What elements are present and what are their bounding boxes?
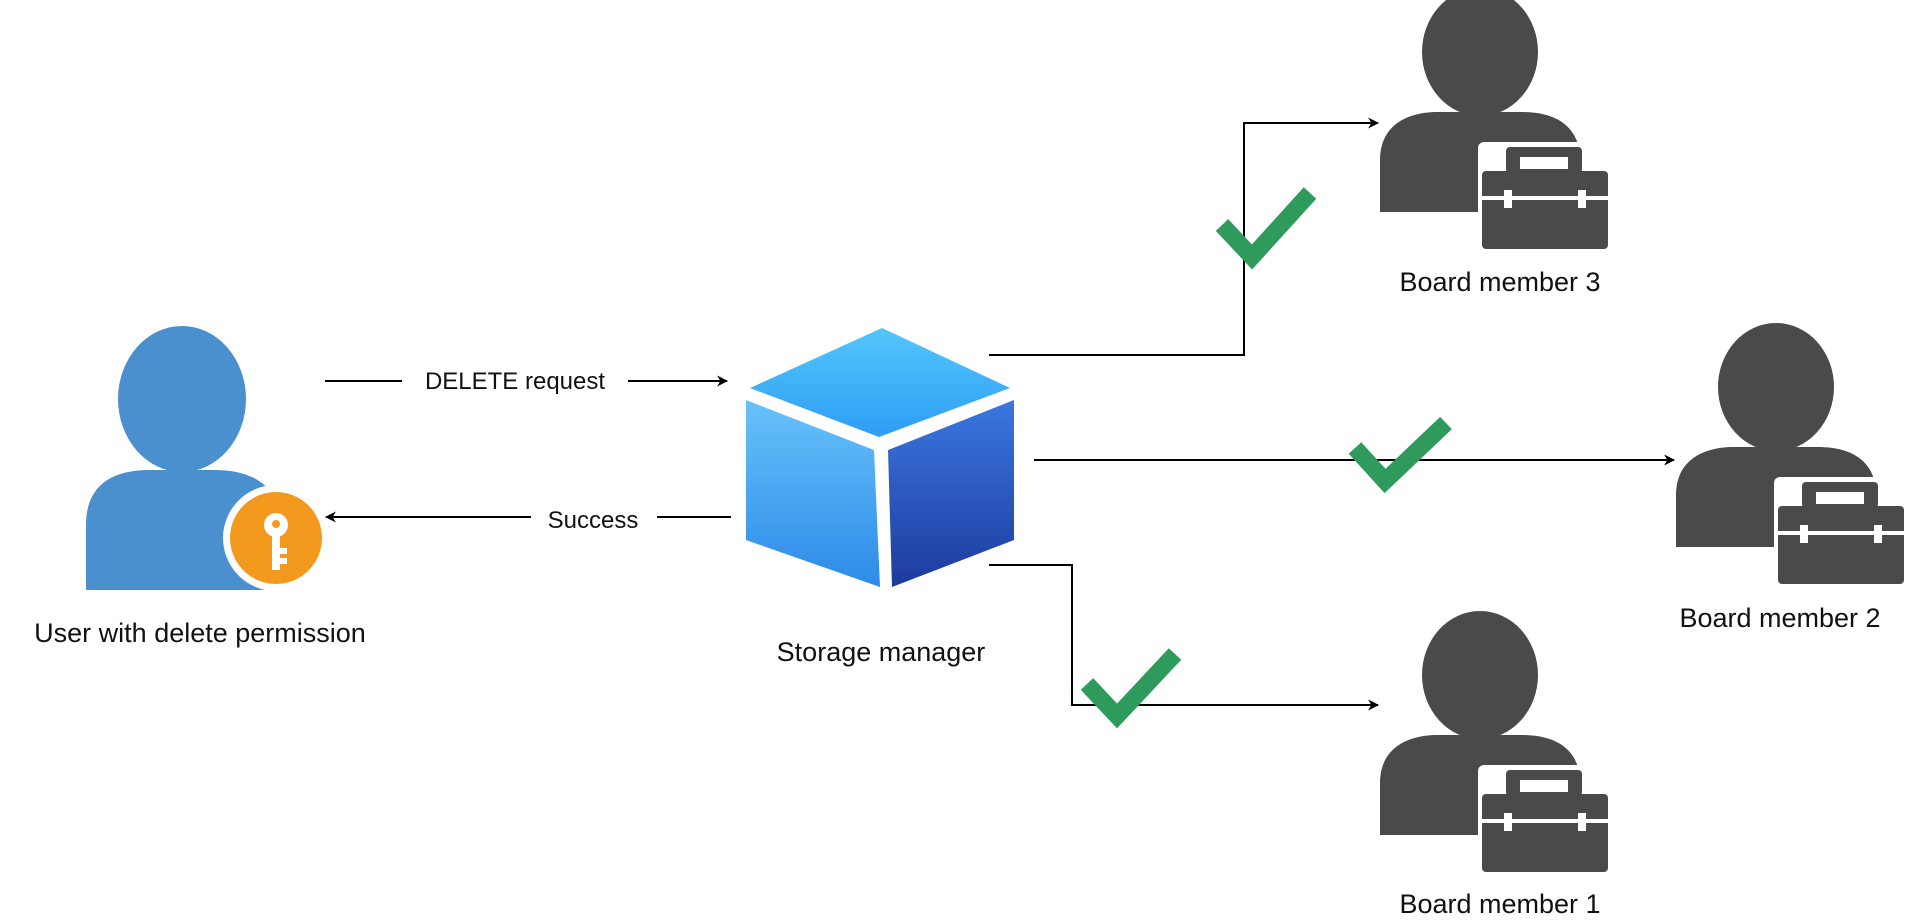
edge-success-label: Success	[548, 507, 639, 534]
check-icon	[1080, 648, 1182, 729]
user-briefcase-icon	[1676, 323, 1908, 589]
board-member-label: Board member 2	[1679, 603, 1880, 633]
cube-icon	[746, 328, 1014, 587]
edge-delete-request-label-bg	[402, 366, 628, 396]
briefcase-icon	[1478, 142, 1612, 254]
user-briefcase-icon	[1380, 0, 1612, 254]
user-key-icon	[86, 326, 329, 591]
board-member-label: Board member 3	[1399, 267, 1600, 297]
edge-to-board-member-1	[989, 564, 1380, 711]
edge-delete-request: DELETE request	[325, 366, 729, 396]
key-icon	[264, 513, 288, 570]
check-icon	[1215, 187, 1317, 270]
user-briefcase-icon	[1380, 611, 1612, 877]
board-member-label: Board member 1	[1399, 889, 1600, 919]
board-member-node: Board member 3	[1380, 0, 1612, 297]
storage-manager-node: Storage manager	[746, 328, 1014, 667]
user-label: User with delete permission	[34, 618, 366, 648]
edge-delete-request-label: DELETE request	[425, 368, 605, 395]
edge-to-board-member-3	[989, 117, 1380, 356]
board-member-node: Board member 1	[1380, 611, 1612, 919]
board-member-node: Board member 2	[1676, 323, 1908, 633]
storage-manager-label: Storage manager	[777, 637, 986, 667]
user-node: User with delete permission	[34, 326, 366, 648]
edge-success: Success	[324, 502, 731, 534]
edge-success-label-bg	[531, 502, 657, 532]
briefcase-icon	[1774, 477, 1908, 589]
check-icon	[1348, 416, 1452, 494]
briefcase-icon	[1478, 765, 1612, 877]
